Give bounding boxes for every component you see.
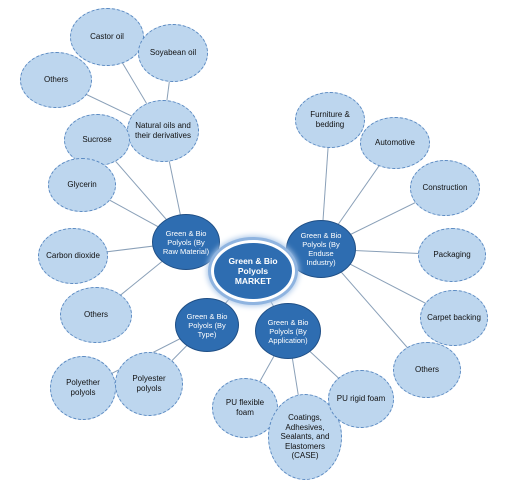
hub-label: Green & Bio Polyols (By Enduse Industry) — [300, 231, 342, 267]
leaf-label: Construction — [422, 183, 468, 193]
leaf-label: Others — [43, 75, 68, 85]
leaf-castor-oil: Castor oil — [70, 8, 144, 66]
leaf-label: PU rigid foam — [336, 394, 386, 404]
leaf-label: Furniture & bedding — [310, 110, 350, 129]
leaf-label: Polyether polyols — [66, 378, 100, 397]
leaf-automotive: Automotive — [360, 117, 430, 169]
leaf-carpet-backing: Carpet backing — [420, 290, 488, 346]
leaf-label: Glycerin — [67, 180, 97, 190]
leaf-label: Automotive — [374, 138, 416, 148]
leaf-others-oils: Others — [20, 52, 92, 108]
leaf-label: Soyabean oil — [149, 48, 197, 58]
hub-enduse-industry: Green & Bio Polyols (By Enduse Industry) — [286, 220, 356, 278]
leaf-pu-rigid-foam: PU rigid foam — [328, 370, 394, 428]
leaf-carbon-dioxide: Carbon dioxide — [38, 228, 108, 284]
leaf-label: Carbon dioxide — [46, 251, 100, 261]
leaf-polyester-polyols: Polyester polyols — [115, 352, 183, 416]
hub-application: Green & Bio Polyols (By Application) — [255, 303, 321, 359]
leaf-label: Castor oil — [90, 32, 124, 42]
leaf-label: Polyester polyols — [132, 374, 166, 393]
leaf-label: Carpet backing — [427, 313, 481, 323]
leaf-glycerin: Glycerin — [48, 158, 116, 212]
leaf-others-enduse: Others — [393, 342, 461, 398]
leaf-label: Natural oils and their derivatives — [134, 121, 192, 140]
leaf-label: PU flexible foam — [225, 398, 265, 417]
hub-raw-material: Green & Bio Polyols (By Raw Material) — [152, 214, 220, 270]
leaf-sucrose: Sucrose — [64, 114, 130, 166]
leaf-packaging: Packaging — [418, 228, 486, 282]
leaf-pu-flexible-foam: PU flexible foam — [212, 378, 278, 438]
leaf-label: Others — [83, 310, 108, 320]
center-market-node: Green & Bio Polyols MARKET — [211, 240, 295, 302]
leaf-construction: Construction — [410, 160, 480, 216]
leaf-soybean-oil: Soyabean oil — [138, 24, 208, 82]
leaf-label: Packaging — [433, 250, 471, 260]
leaf-others-raw: Others — [60, 287, 132, 343]
leaf-label: Sucrose — [82, 135, 112, 145]
leaf-label: Coatings, Adhesives, Sealants, and Elast… — [280, 413, 330, 461]
hub-type: Green & Bio Polyols (By Type) — [175, 298, 239, 352]
leaf-furniture-bedding: Furniture & bedding — [295, 92, 365, 148]
hub-label: Green & Bio Polyols (By Application) — [267, 317, 309, 345]
center-label: Green & Bio Polyols MARKET — [228, 255, 278, 287]
leaf-label: Others — [414, 365, 439, 375]
hub-label: Green & Bio Polyols (By Type) — [186, 311, 228, 339]
leaf-natural-oils: Natural oils and their derivatives — [127, 100, 199, 162]
leaf-polyether-polyols: Polyether polyols — [50, 356, 116, 420]
hub-label: Green & Bio Polyols (By Raw Material) — [162, 228, 210, 256]
